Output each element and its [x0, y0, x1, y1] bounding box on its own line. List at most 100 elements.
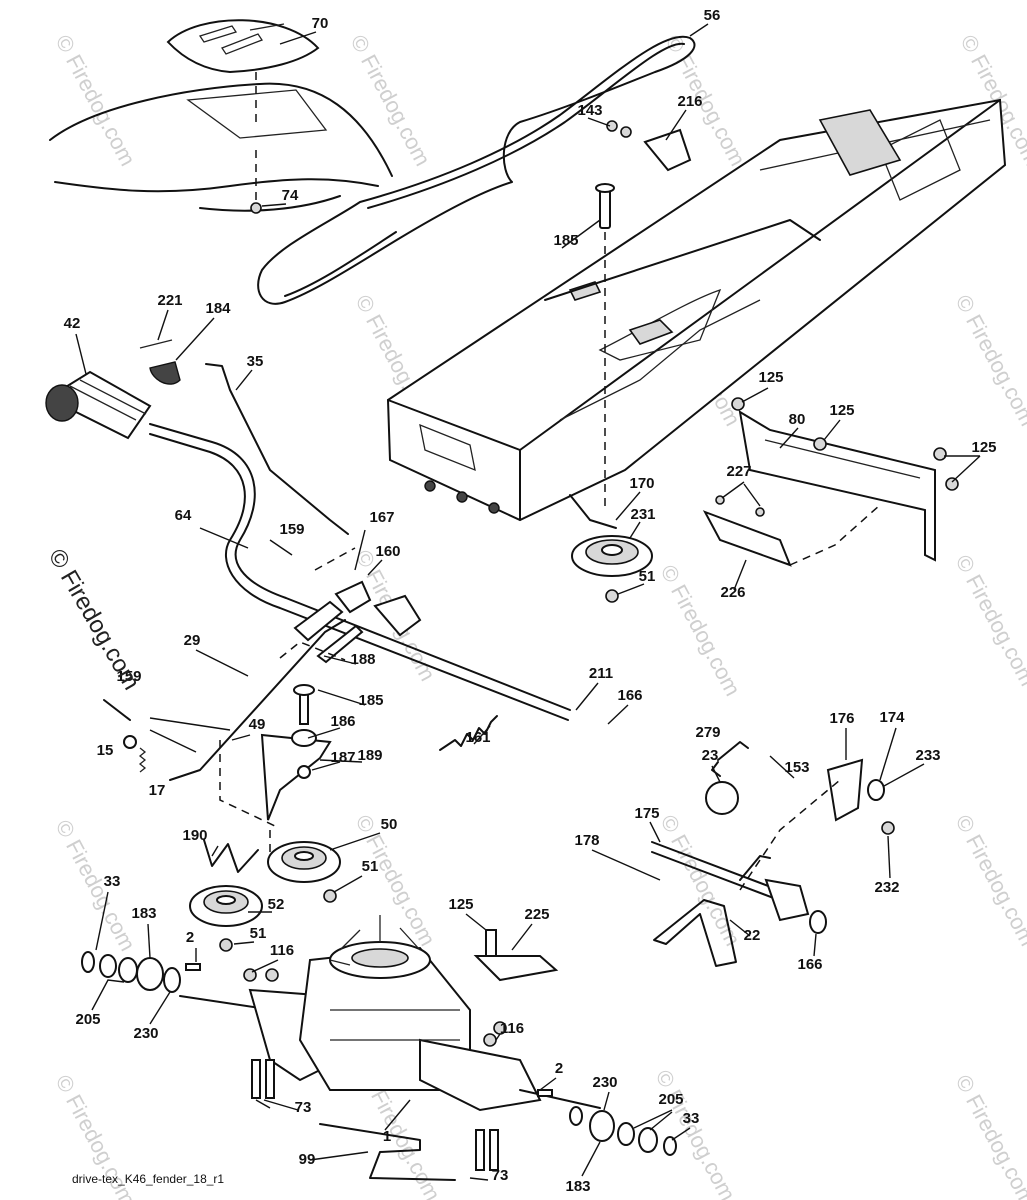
callout-159: 159 [279, 521, 304, 538]
belt-guide-190 [203, 839, 259, 873]
idler-pulley-231 [569, 494, 653, 603]
callout-74: 74 [282, 187, 299, 204]
rod-99 [319, 1123, 456, 1181]
callout-23: 23 [702, 747, 719, 764]
callout-73: 73 [295, 1099, 312, 1116]
axle-parts-left [81, 951, 201, 993]
callout-205: 205 [75, 1011, 100, 1028]
callout-176: 176 [829, 710, 854, 727]
callout-167: 167 [369, 509, 394, 526]
callout-159: 159 [116, 668, 141, 685]
callout-166: 166 [797, 956, 822, 973]
bracket-80 [731, 397, 959, 562]
axle-parts-right [537, 1089, 677, 1156]
callout-64: 64 [175, 507, 192, 524]
callout-80: 80 [789, 411, 806, 428]
callout-1: 1 [383, 1128, 391, 1145]
callout-279: 279 [695, 724, 720, 741]
callout-125: 125 [829, 402, 854, 419]
callout-15: 15 [97, 742, 114, 759]
callout-56: 56 [704, 7, 721, 24]
callout-49: 49 [249, 716, 266, 733]
callout-231: 231 [630, 506, 655, 523]
callout-51: 51 [362, 858, 379, 875]
bracket-216 [606, 120, 692, 172]
watermark-text: © Firedog.com [346, 31, 436, 170]
callout-226: 226 [720, 584, 745, 601]
callout-221: 221 [157, 292, 182, 309]
spring-161 [439, 715, 498, 751]
callout-125: 125 [758, 369, 783, 386]
callout-185: 185 [553, 232, 578, 249]
callout-225: 225 [524, 906, 549, 923]
rod-29 [169, 619, 346, 781]
tractor-frame [386, 98, 1007, 522]
callout-216: 216 [677, 93, 702, 110]
callout-125: 125 [448, 896, 473, 913]
callout-190: 190 [182, 827, 207, 844]
watermark-text: © Firedog.com [951, 1071, 1027, 1200]
callout-175: 175 [634, 805, 659, 822]
callout-184: 184 [205, 300, 231, 317]
callout-116: 116 [270, 942, 294, 959]
callout-143: 143 [577, 102, 602, 119]
callout-125: 125 [971, 439, 996, 456]
rod-35 [205, 363, 349, 535]
callout-116: 116 [500, 1020, 524, 1037]
callout-33: 33 [104, 873, 121, 890]
callout-29: 29 [184, 632, 201, 649]
callout-22: 22 [744, 927, 761, 944]
callout-185: 185 [358, 692, 383, 709]
callout-178: 178 [574, 832, 599, 849]
callout-227: 227 [726, 463, 751, 480]
callout-160: 160 [375, 543, 400, 560]
diagram-caption: drive-tex_K46_fender_18_r1 [72, 1172, 224, 1186]
callout-174: 174 [879, 709, 905, 726]
callout-230: 230 [133, 1025, 158, 1042]
callout-35: 35 [247, 353, 264, 370]
watermark-text: © Firedog.com [656, 561, 746, 700]
fender-body [49, 72, 393, 214]
callout-51: 51 [639, 568, 656, 585]
pulley-52 [189, 885, 263, 952]
callout-183: 183 [131, 905, 156, 922]
callout-161: 161 [465, 729, 490, 746]
watermark-text: © Firedog.com [51, 31, 141, 170]
callout-2: 2 [555, 1060, 563, 1077]
copyright-text: © Firedog.com [43, 545, 145, 695]
pedal-assembly [651, 741, 895, 967]
bolt-185 [595, 183, 615, 510]
callout-153: 153 [784, 759, 809, 776]
drive-belt [257, 35, 696, 305]
callout-33: 33 [683, 1110, 700, 1127]
watermark-text: © Firedog.com [951, 551, 1027, 690]
callout-51: 51 [250, 925, 267, 942]
callout-73: 73 [492, 1167, 509, 1184]
transaxle [179, 915, 601, 1171]
callout-205: 205 [658, 1091, 683, 1108]
callout-183: 183 [565, 1178, 590, 1195]
grip-42 [45, 370, 152, 440]
callout-187: 187 [330, 749, 355, 766]
bracket-226 [702, 495, 881, 567]
callout-188: 188 [350, 651, 375, 668]
callout-17: 17 [149, 782, 166, 799]
fender-cover [166, 19, 320, 74]
callout-211: 211 [589, 665, 613, 682]
callout-99: 99 [299, 1151, 316, 1168]
knob-184 [139, 339, 181, 385]
watermark-text: © Firedog.com [651, 1066, 741, 1200]
pulley-50 [267, 841, 341, 903]
callout-233: 233 [915, 747, 940, 764]
callout-2: 2 [186, 929, 194, 946]
watermark-text: © Firedog.com [951, 811, 1027, 950]
callout-189: 189 [357, 747, 382, 764]
callout-70: 70 [312, 15, 329, 32]
leader-lines [75, 23, 981, 1181]
callout-230: 230 [592, 1074, 617, 1091]
watermark-text: © Firedog.com [951, 291, 1027, 430]
linkage-plates [279, 547, 422, 664]
small-parts-left [103, 699, 147, 773]
